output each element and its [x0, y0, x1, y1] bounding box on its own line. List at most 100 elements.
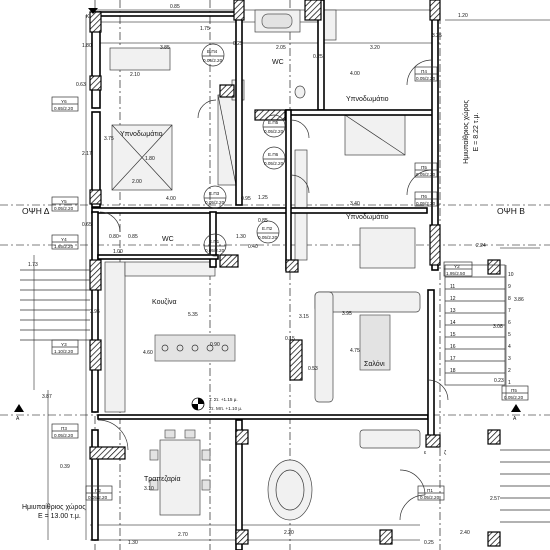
dim-bed-w: 2.00 [132, 179, 142, 185]
dim-left-4: 0.65 [82, 222, 92, 228]
stair-num: 2 [508, 368, 511, 374]
tag-ep4 [201, 43, 225, 67]
level-finished: Τ. Στ. +1.15 μ. [209, 397, 238, 402]
pi1-size: 0.05/2.20 [420, 495, 440, 500]
dim-din-2: 2.70 [178, 532, 188, 538]
stair-numbers-left-inner: 11 12 13 14 15 16 17 18 [450, 284, 456, 374]
dimension-texts: 1.75 0.85 1.20 3.85 2.05 3.20 2.10 0.25 … [28, 4, 524, 546]
dim-mid-5: 1.00 [113, 249, 123, 255]
room-wc-mid: WC [162, 236, 174, 243]
dim-mid-4: 0.85 [128, 234, 138, 240]
bed-mid-right [359, 227, 416, 269]
dim-mid-1: 4.00 [350, 71, 360, 77]
pi2-name: Π2 [95, 488, 101, 493]
y3-size: 1.10/2.20 [54, 349, 74, 354]
furniture [104, 9, 421, 521]
y3-name: Υ3 [61, 342, 67, 347]
stair-num: 6 [508, 320, 511, 326]
stair-num: 17 [450, 356, 456, 362]
dim-top-5: 2.05 [276, 45, 286, 51]
dim-top-7: 2.10 [130, 72, 140, 78]
y2-size: 1.95/2.50 [446, 271, 466, 276]
stair-num: 15 [450, 332, 456, 338]
y4-name: Υ4 [61, 237, 67, 242]
dim-top-4: 3.85 [160, 45, 170, 51]
dim-kit-10: 3.86 [514, 297, 524, 303]
dim-kit-4: 3.95 [342, 311, 352, 317]
stair-num: 10 [508, 272, 514, 278]
stair-num: 1 [508, 380, 511, 386]
room-bedroom-left: Υπνοδωμάτιο [120, 130, 163, 138]
dim-left-7: 3.95 [90, 309, 100, 315]
dim-mid-10: 0.40 [248, 244, 258, 250]
stair-num: 12 [450, 296, 456, 302]
dim-mid-6: 0.95 [241, 196, 251, 202]
level-structural: Στ. Μπ. +1.10 μ. [209, 406, 242, 411]
semi-outdoor-left-area: Ε = 13.00 τ.μ. [38, 513, 81, 520]
y2-name: Υ2 [454, 264, 460, 269]
dim-top-6: 3.20 [370, 45, 380, 51]
pi1-name: Π1 [427, 488, 433, 493]
tag-ep1 [203, 233, 227, 257]
section-e: ε [424, 450, 427, 456]
pi5b-size: 0.05/2.20 [504, 395, 524, 400]
elevation-right: ΟΨΗ Β [497, 206, 525, 216]
ep4-name: Ε.Π4 [207, 49, 218, 54]
kitchen-island [154, 334, 236, 362]
dim-left-6: 3.87 [42, 394, 52, 400]
section-a-right: A [513, 416, 517, 422]
stair-num: 5 [508, 332, 511, 338]
tag-ep3 [203, 185, 227, 209]
semi-outdoor-right-area: Ε = 8.22 τ.μ. [473, 112, 480, 151]
stairs-left [20, 269, 90, 341]
ep4-size: 0.05/2.20 [203, 58, 223, 63]
y6-size: 0.65/2.20 [54, 106, 74, 111]
dim-mid-8: 0.80 [109, 234, 119, 240]
dim-left-3: 2.17 [82, 151, 92, 157]
walls [91, 0, 439, 550]
coffee-table [359, 314, 391, 371]
ep5-name: Ε.Π5 [268, 120, 279, 125]
ep6-name: Ε.Π6 [268, 152, 279, 157]
section-z: ζ [444, 450, 447, 456]
dim-top-9: 0.25 [313, 54, 323, 60]
stair-num: 3 [508, 356, 511, 362]
door-swings [97, 59, 449, 521]
room-bedroom-mid-right: Υπνοδωμάτιο [346, 213, 389, 221]
pi4-size: 0.05/2.20 [416, 76, 436, 81]
dim-right-2: 0.23 [494, 378, 504, 384]
pi2-size: 0.05/2.20 [88, 495, 108, 500]
y6-name: Υ6 [61, 99, 67, 104]
dim-top-8: 0.25 [233, 41, 243, 47]
dim-top-1: 1.75 [200, 26, 210, 32]
pi5-name: Π5 [421, 165, 427, 170]
dim-kit-6: 3.15 [299, 314, 309, 320]
opening-tags [51, 43, 529, 501]
dim-din-4: 2.20 [284, 530, 294, 536]
room-dining: Τραπεζαρία [144, 475, 181, 483]
elevation-left: ΟΨΗ Δ [22, 206, 50, 216]
y4-size: 1.65/2.20 [54, 244, 74, 249]
dim-kit-8: 0.53 [308, 366, 318, 372]
dim-mid-2: 3.40 [350, 201, 360, 207]
dim-kit-3: 0.90 [210, 342, 220, 348]
stair-num: 14 [450, 320, 456, 326]
dim-kit-5: 4.75 [350, 348, 360, 354]
stair-num: 13 [450, 308, 456, 314]
section-k: K [86, 14, 90, 20]
stairs-bottom-right [500, 449, 550, 523]
dim-left-1: 1.80 [82, 43, 92, 49]
columns [89, 0, 501, 547]
tag-ep5 [262, 114, 286, 138]
semi-outdoor-left-title: Ημιυπαίθριος χώρος [22, 503, 86, 511]
section-a-left: A [16, 416, 20, 422]
pi5-size: 0.05/2.20 [416, 172, 436, 177]
room-wc-top: WC [272, 59, 284, 66]
ep6-size: 0.05/2.20 [264, 161, 284, 166]
dim-din-5: 2.40 [460, 530, 470, 536]
dim-din-6: 0.25 [424, 540, 434, 546]
dim-left-5: 1.73 [28, 262, 38, 268]
section-markers [14, 8, 521, 412]
stair-numbers-right: 10 9 8 7 6 5 4 3 2 1 [508, 272, 514, 386]
ep2-size: 0.05/2.20 [258, 235, 278, 240]
